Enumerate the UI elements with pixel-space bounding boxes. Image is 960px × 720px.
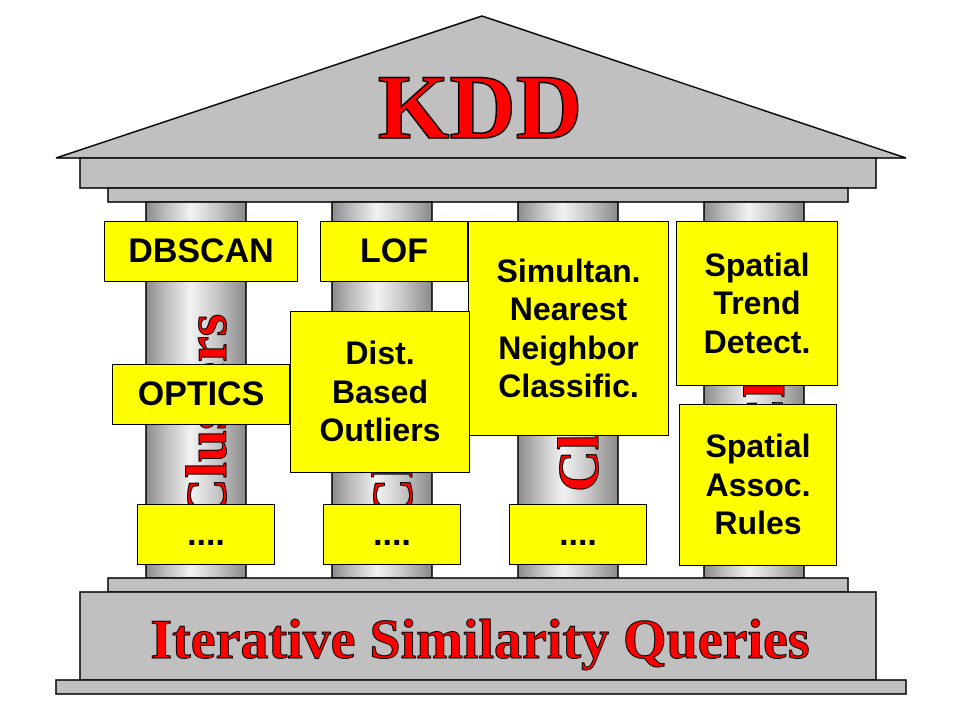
architrave-lower — [107, 187, 849, 203]
placeholder-label-3: .... — [559, 515, 597, 554]
foundation-label: Iterative Similarity Queries — [150, 609, 809, 671]
pillar-base-strip — [107, 577, 849, 593]
lof-label: LOF — [360, 232, 428, 271]
optics-label: OPTICS — [137, 375, 265, 414]
dbscan-label: DBSCAN — [128, 232, 274, 271]
optics-box: OPTICS — [112, 364, 290, 425]
dist-outliers-box: Dist. Based Outliers — [290, 311, 470, 473]
kdd-title: KDD — [378, 56, 582, 158]
placeholder-box-1: .... — [137, 504, 275, 565]
spatial-trend-label: Spatial Trend Detect. — [703, 246, 811, 360]
architrave — [79, 157, 877, 189]
lof-box: LOF — [320, 221, 468, 282]
dist-outliers-label: Dist. Based Outliers — [319, 335, 441, 449]
placeholder-label-1: .... — [187, 515, 225, 554]
foundation — [79, 591, 877, 681]
placeholder-box-3: .... — [509, 504, 647, 565]
placeholder-box-2: .... — [323, 504, 461, 565]
spatial-trend-box: Spatial Trend Detect. — [676, 221, 838, 386]
placeholder-label-2: .... — [373, 515, 411, 554]
ground-plinth — [55, 679, 907, 695]
dbscan-box: DBSCAN — [104, 221, 298, 282]
simultan-nn-label: Simultan. Nearest Neighbor Classific. — [496, 252, 641, 404]
simultan-nn-box: Simultan. Nearest Neighbor Classific. — [468, 221, 669, 436]
spatial-assoc-label: Spatial Assoc. Rules — [705, 428, 811, 542]
spatial-assoc-box: Spatial Assoc. Rules — [679, 404, 837, 566]
